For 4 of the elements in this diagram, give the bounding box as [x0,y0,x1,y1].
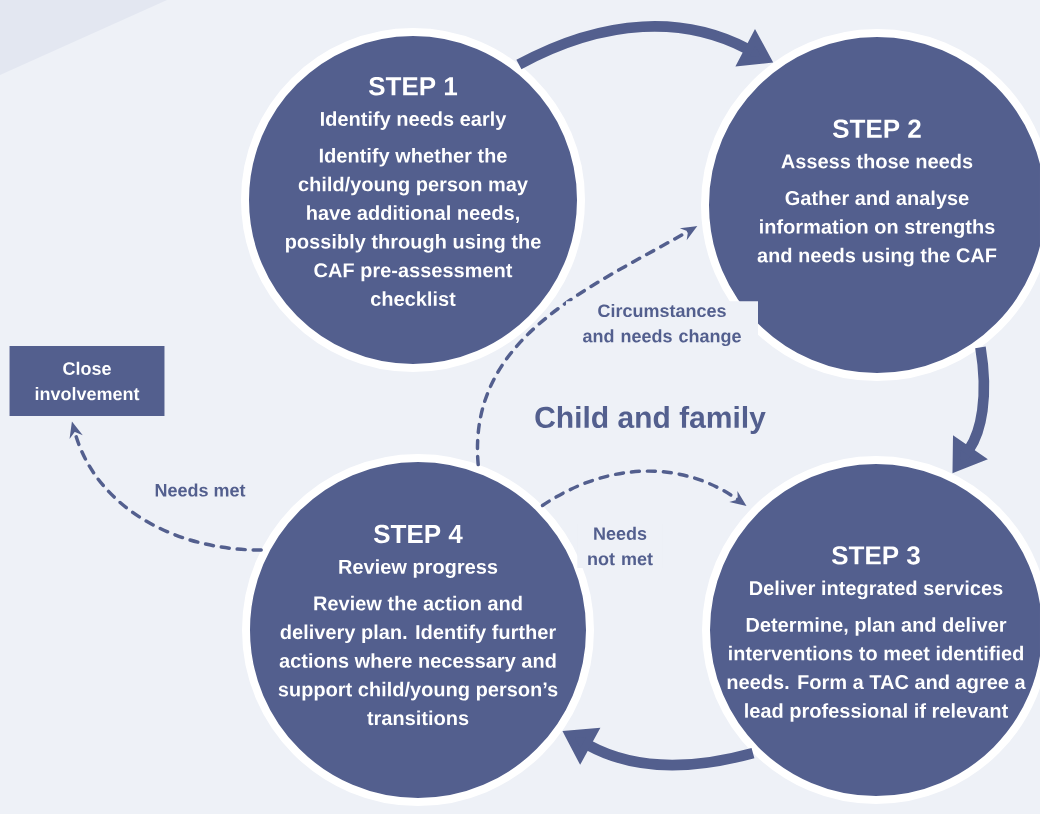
edge-label: Circumstances and needs change [566,301,758,349]
edge-label: Needs not met [577,524,663,568]
outcome-box: Close involvement [9,346,165,416]
center-label: Child and family [535,406,766,434]
